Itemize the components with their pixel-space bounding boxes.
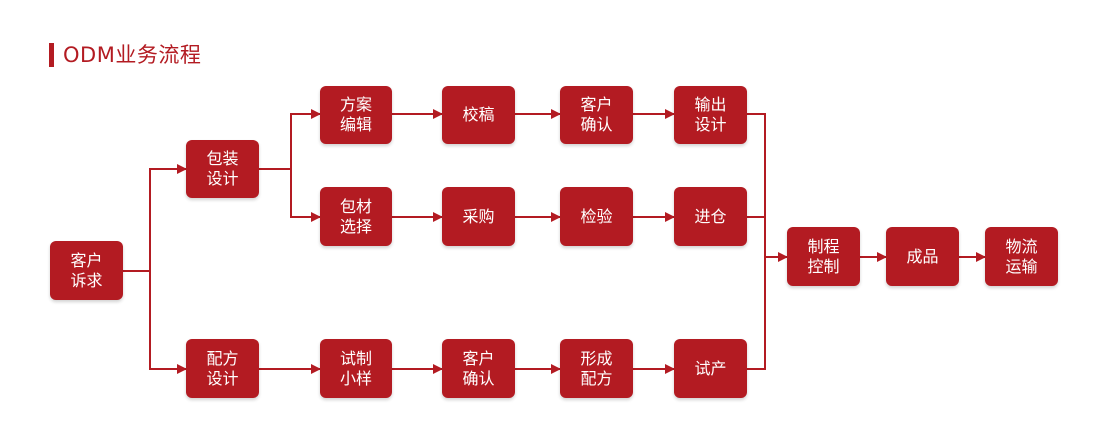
- connector-baozhuang-baocai: [290, 169, 321, 222]
- node-shizhi-xiaoyang: 试制 小样: [320, 339, 392, 398]
- page-title: ODM业务流程: [63, 43, 202, 67]
- node-jianyan: 检验: [560, 187, 633, 246]
- title-accent-bar: [49, 43, 54, 67]
- node-baozhuang-sheji: 包装 设计: [186, 140, 259, 198]
- node-shuchu-sheji: 输出 设计: [674, 86, 747, 144]
- node-jincang: 进仓: [674, 187, 747, 246]
- node-jiaogao: 校稿: [442, 86, 515, 144]
- node-chengpin: 成品: [886, 227, 959, 286]
- connector-baozhuang-fangan: [259, 109, 321, 170]
- connector-suqiu-baozhuang: [123, 164, 187, 272]
- node-xingcheng-peifang: 形成 配方: [560, 339, 633, 398]
- node-baocai-xuanze: 包材 选择: [320, 187, 392, 246]
- connector-shuchu-merge: [747, 113, 766, 370]
- node-wuliu-yunshu: 物流 运输: [985, 227, 1058, 286]
- node-kehu-queren-2: 客户 确认: [442, 339, 515, 398]
- node-fangan-bianji: 方案 编辑: [320, 86, 392, 144]
- node-shichan: 试产: [674, 339, 747, 398]
- node-peifang-sheji: 配方 设计: [186, 339, 259, 398]
- connector-suqiu-peifang: [149, 271, 187, 374]
- node-kehu-suqiu: 客户 诉求: [50, 241, 123, 300]
- node-caigou: 采购: [442, 187, 515, 246]
- node-kehu-queren-1: 客户 确认: [560, 86, 633, 144]
- node-zhicheng-kongzhi: 制程 控制: [787, 227, 860, 286]
